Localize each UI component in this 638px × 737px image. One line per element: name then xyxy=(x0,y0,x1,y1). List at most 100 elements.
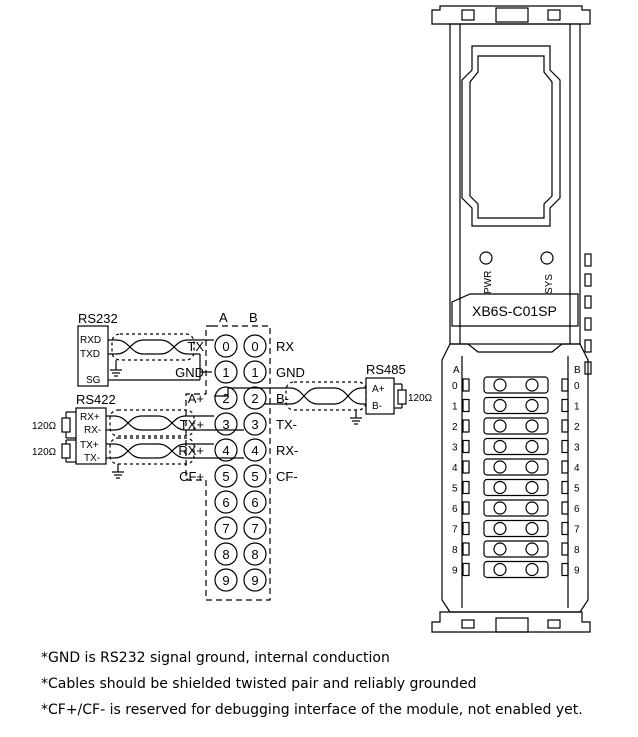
indicator-a xyxy=(462,398,470,413)
pin-a-1-label: 1 xyxy=(222,365,229,380)
notes-list: *GND is RS232 signal ground, internal co… xyxy=(41,645,583,723)
indicator-a xyxy=(462,542,470,556)
rs422-resistor-1-label: 120Ω xyxy=(32,421,57,432)
module-pin-b-label: 5 xyxy=(574,484,580,495)
pin-b-6-circle xyxy=(243,490,267,514)
column-a-label: A xyxy=(219,310,228,325)
pin-a-7-circle xyxy=(214,516,238,540)
indicator-b xyxy=(561,398,569,413)
pwr-led-icon xyxy=(479,251,493,265)
module-pin-a-label: 5 xyxy=(452,484,458,495)
rs232-pin-txd: TXD xyxy=(80,349,100,360)
sys-led-icon xyxy=(540,251,554,265)
module-pin-a-label: 8 xyxy=(452,545,458,556)
pin-a-5-circle xyxy=(214,464,238,488)
terminal-screw-b-icon xyxy=(525,542,539,556)
terminal-screw-b-icon xyxy=(525,439,539,454)
pin-b-8-label: 8 xyxy=(251,547,258,562)
rs232-title: RS232 xyxy=(78,311,118,326)
rs485-resistor-label: 120Ω xyxy=(408,393,433,404)
pin-b-9-label: 9 xyxy=(251,573,258,588)
right-signal-1: GND xyxy=(276,365,305,380)
pwr-label: PWR xyxy=(483,271,494,294)
module-pin-b-label: 1 xyxy=(574,402,580,413)
pin-b-2-label: 2 xyxy=(251,391,258,406)
module-column-b: B xyxy=(574,365,581,376)
indicator-b xyxy=(561,460,569,474)
terminal-screw-a-icon xyxy=(493,398,507,413)
indicator-b xyxy=(561,378,569,392)
indicator-a xyxy=(462,419,470,433)
pin-b-4-circle xyxy=(243,438,267,462)
terminal-row xyxy=(483,560,549,579)
module-pin-b-label: 3 xyxy=(574,443,580,454)
terminal-screw-a-icon xyxy=(493,419,507,433)
sys-label: SYS xyxy=(544,274,555,294)
pin-a-4-circle xyxy=(214,438,238,462)
terminal-screw-a-icon xyxy=(493,562,507,577)
pin-a-8-label: 8 xyxy=(222,547,229,562)
terminal-screw-b-icon xyxy=(525,562,539,577)
module-pin-a-label: 3 xyxy=(452,443,458,454)
rs422-pin-rxp: RX+ xyxy=(80,412,100,423)
pin-b-2-circle xyxy=(243,386,267,410)
note-cf: *CF+/CF- is reserved for debugging inter… xyxy=(41,702,583,718)
indicator-a xyxy=(462,480,470,495)
rs422-resistor-2-label: 120Ω xyxy=(32,447,57,458)
terminal-screw-b-icon xyxy=(525,460,539,474)
rs485-device xyxy=(214,377,407,425)
pin-a-2-label: 2 xyxy=(222,391,229,406)
terminal-row xyxy=(483,376,549,394)
indicator-b xyxy=(561,501,569,515)
terminal-screw-b-icon xyxy=(525,419,539,433)
pin-b-5-circle xyxy=(243,464,267,488)
pin-b-7-circle xyxy=(243,516,267,540)
terminal-screw-a-icon xyxy=(493,521,507,536)
pin-a-0-label: 0 xyxy=(222,339,229,354)
module-column-a: A xyxy=(453,365,460,376)
rs485-pin-b: B- xyxy=(372,401,382,412)
pin-a-9-label: 9 xyxy=(222,573,229,588)
module-pin-a-label: 9 xyxy=(452,566,458,577)
indicator-a xyxy=(462,378,470,392)
pin-a-3-label: 3 xyxy=(222,417,229,432)
indicator-a xyxy=(462,562,470,577)
pin-b-9-circle xyxy=(243,568,267,592)
module-pin-b-label: 9 xyxy=(574,566,580,577)
indicator-a xyxy=(462,460,470,474)
indicator-b xyxy=(561,562,569,577)
terminal-screw-a-icon xyxy=(493,542,507,556)
terminal-screw-a-icon xyxy=(493,501,507,515)
right-signal-5: CF- xyxy=(276,469,298,484)
terminal-row xyxy=(483,458,549,476)
model-plate: XB6S-C01SP xyxy=(472,303,557,319)
terminal-screw-a-icon xyxy=(493,460,507,474)
indicator-a xyxy=(462,501,470,515)
pin-a-7-label: 7 xyxy=(222,521,229,536)
pin-a-4-label: 4 xyxy=(222,443,229,458)
left-signal-3: TX+ xyxy=(180,417,204,432)
pin-b-4-label: 4 xyxy=(251,443,258,458)
pin-b-3-circle xyxy=(243,412,267,436)
terminal-row xyxy=(483,519,549,538)
column-b-label: B xyxy=(249,310,258,325)
terminal-row xyxy=(483,437,549,456)
pin-b-6-label: 6 xyxy=(251,495,258,510)
terminal-screw-b-icon xyxy=(525,501,539,515)
right-signal-3: TX- xyxy=(276,417,297,432)
pin-a-3-circle xyxy=(214,412,238,436)
module-pin-a-label: 2 xyxy=(452,422,458,433)
left-signal-5: CF+ xyxy=(179,469,204,484)
module-pin-a-label: 0 xyxy=(452,381,458,392)
terminal-row xyxy=(483,478,549,497)
module-pin-b-label: 7 xyxy=(574,525,580,536)
pin-b-5-label: 5 xyxy=(251,469,258,484)
left-signal-0: TX xyxy=(187,339,204,354)
left-signal-1: GND xyxy=(175,365,204,380)
pin-b-0-circle xyxy=(243,334,267,358)
pin-a-0-circle xyxy=(214,334,238,358)
indicator-b xyxy=(561,542,569,556)
indicator-a xyxy=(462,439,470,454)
